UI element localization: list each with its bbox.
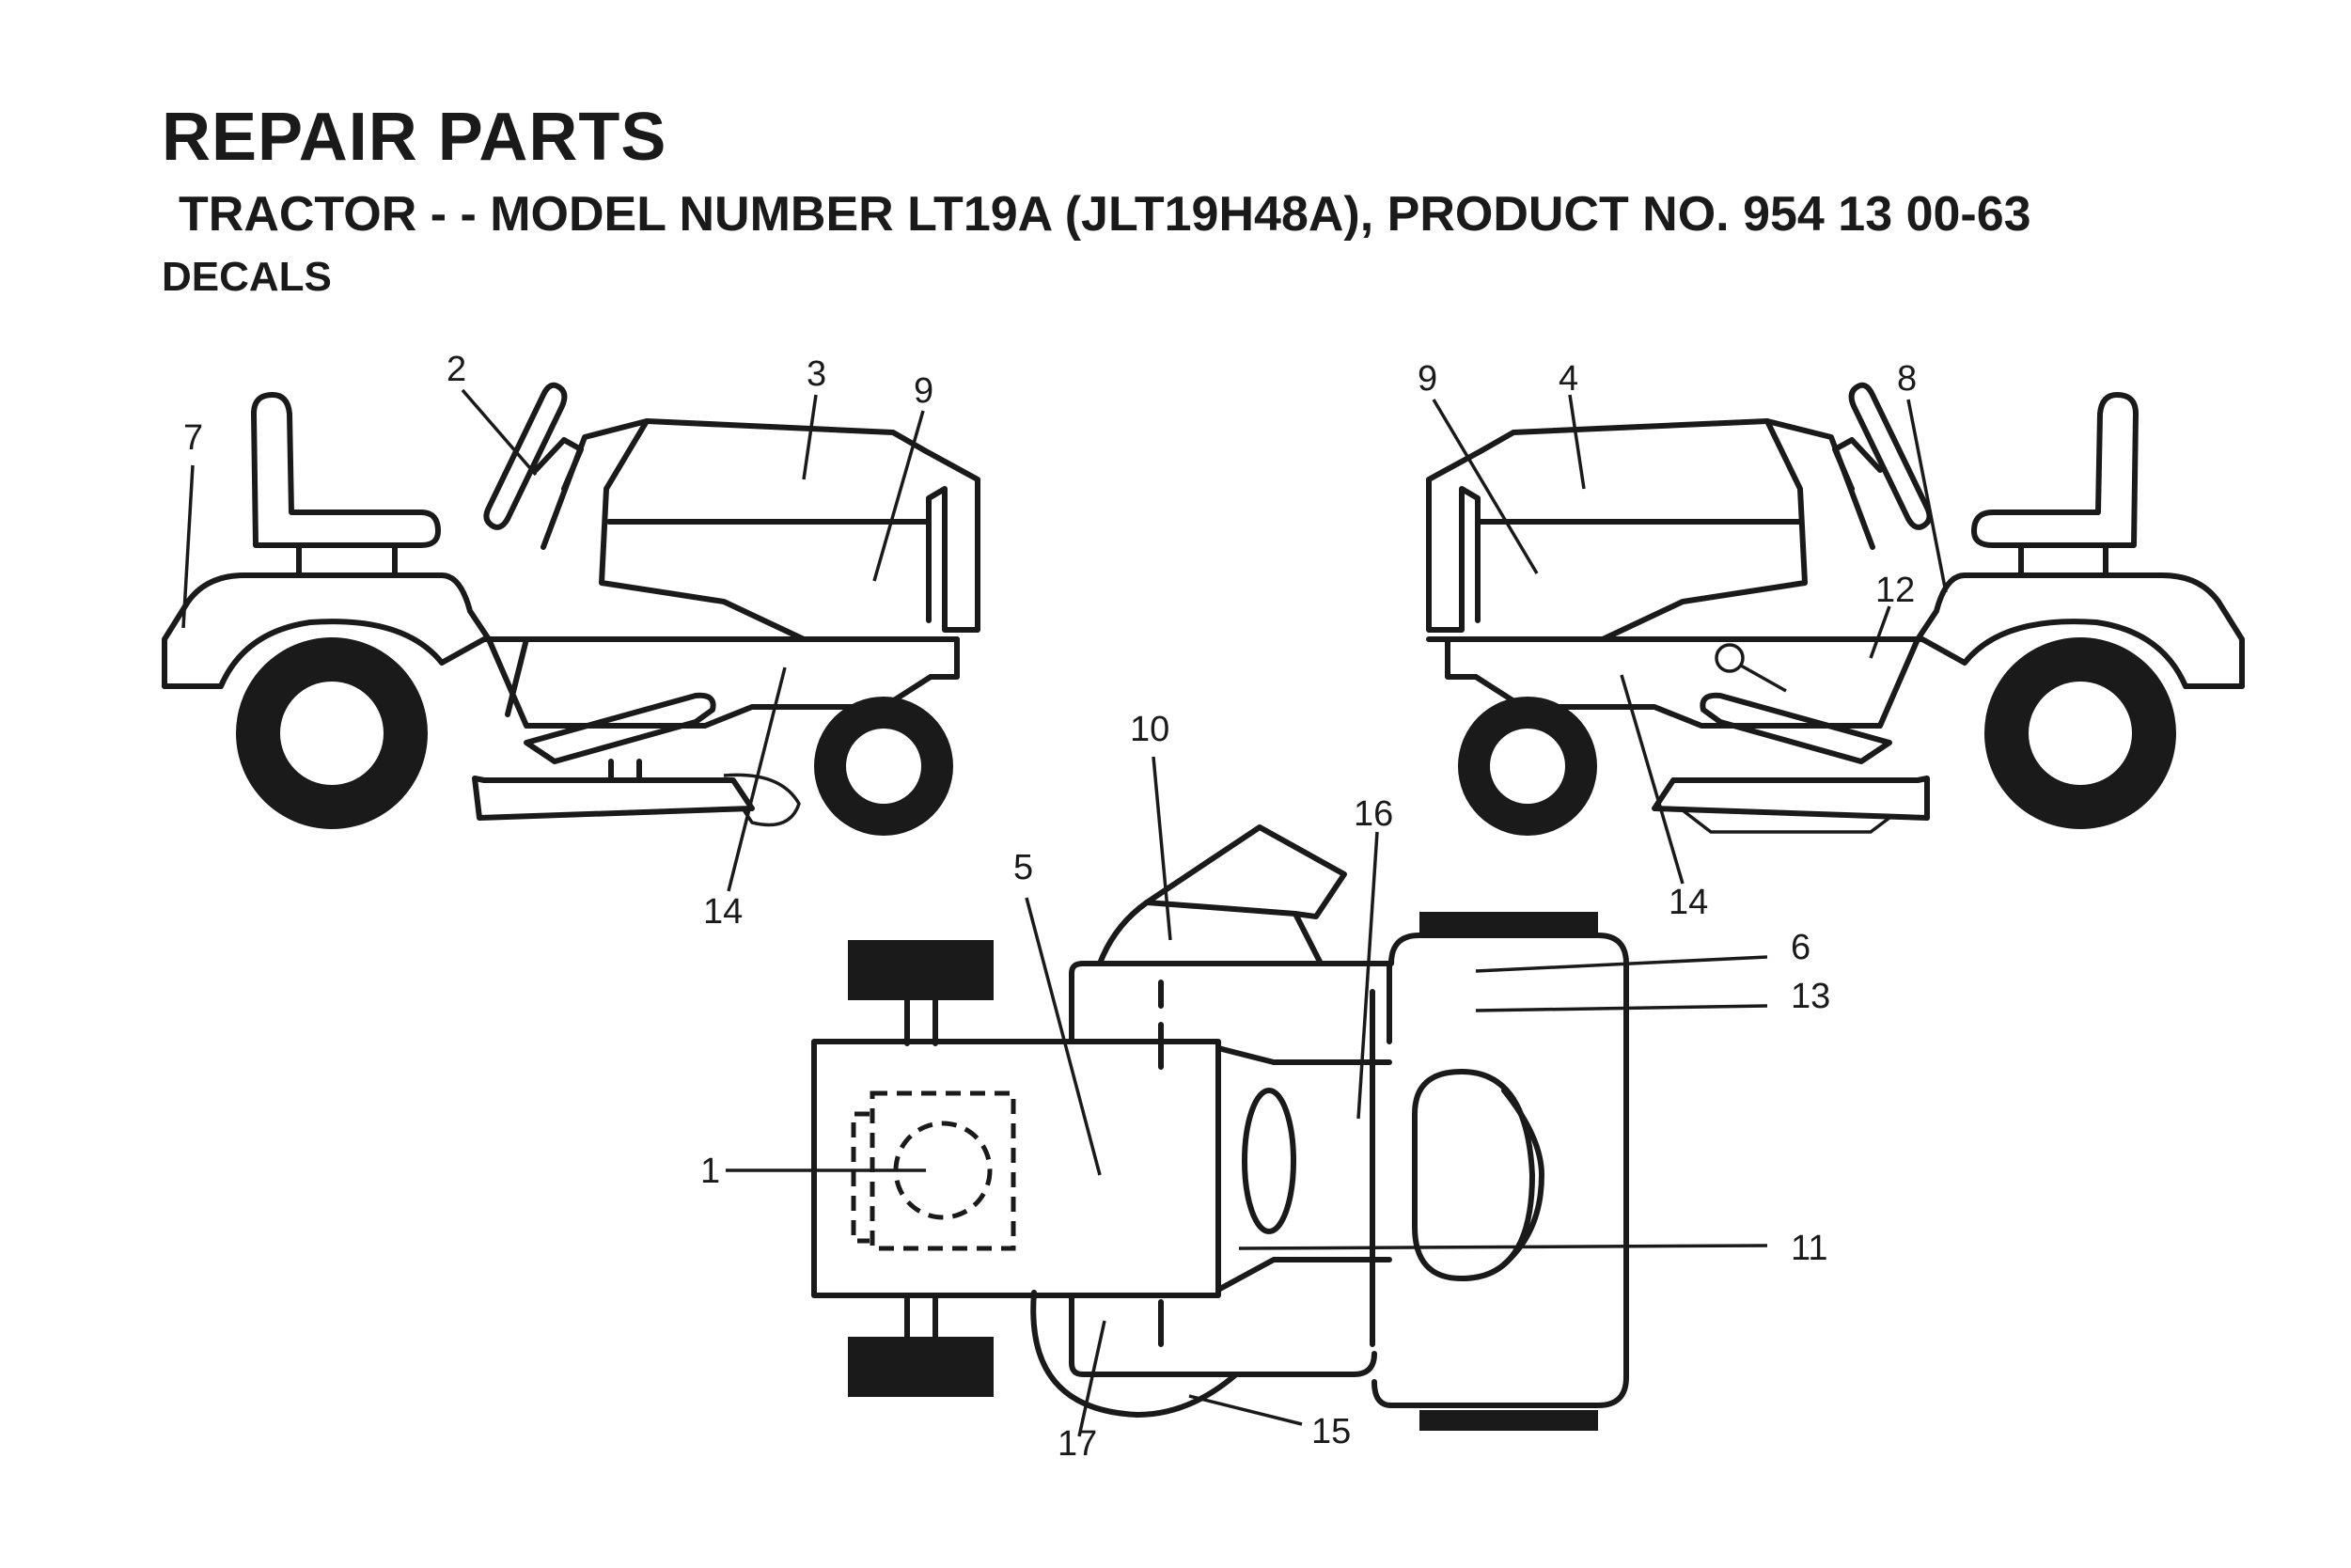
callout-16: 16 <box>1354 794 1393 834</box>
chute-top <box>1144 900 1298 917</box>
middle-body <box>1069 961 1392 1377</box>
deck-pedal-right <box>1700 692 1892 764</box>
leader-12 <box>1869 605 1891 659</box>
callout-8: 8 <box>1897 359 1917 399</box>
seat-back <box>251 392 441 548</box>
hood-top <box>1371 933 1629 1408</box>
leader-15 <box>1188 1394 1303 1426</box>
callout-10: 10 <box>1130 710 1169 749</box>
callout-leaders <box>181 388 1948 1437</box>
leader-16 <box>1356 831 1379 1120</box>
tractor-right-side-view <box>1426 382 2245 836</box>
deck-top-view <box>1030 1290 1239 1418</box>
leader-9b <box>1432 399 1539 574</box>
callout-1: 1 <box>700 1152 720 1191</box>
callout-2: 2 <box>447 350 466 389</box>
leader-8 <box>1906 399 1948 593</box>
front-wheel-hub-right <box>1490 729 1565 804</box>
leader-14a <box>727 666 787 892</box>
discharge-chute <box>1097 824 1347 966</box>
callout-6: 6 <box>1791 928 1810 967</box>
rear-body-top <box>811 1039 1221 1298</box>
leader-13 <box>1475 1004 1768 1012</box>
leader-10 <box>1152 756 1172 941</box>
mower-deck-right <box>1652 776 1930 821</box>
deck-chute <box>723 773 801 827</box>
leader-7 <box>181 464 195 629</box>
steering-wheel-right <box>1848 382 1933 530</box>
callout-11: 11 <box>1791 1229 1827 1268</box>
hood <box>541 418 980 633</box>
rear-tire-top <box>848 940 994 1000</box>
front-wheel-hub <box>846 729 921 804</box>
hood-grille <box>1412 1069 1535 1281</box>
leader-11 <box>1238 1244 1768 1250</box>
callout-labels: 7 2 3 9 14 9 4 8 12 14 10 16 5 6 13 1 11… <box>183 350 1917 1464</box>
callout-7: 7 <box>183 418 203 458</box>
hood-right <box>1426 418 1875 633</box>
leader-17 <box>1077 1320 1106 1437</box>
leader-9a <box>872 410 925 582</box>
hood-panel-right <box>1426 418 1808 642</box>
callout-9a: 9 <box>914 371 933 411</box>
body-side <box>162 619 960 689</box>
hood-panel <box>599 418 960 642</box>
leader-14b <box>1620 674 1685 885</box>
seat-edge <box>851 1111 870 1244</box>
callout-9b: 9 <box>1418 359 1437 399</box>
tractor-top-view <box>811 824 1629 1431</box>
tractor-left-side-view <box>162 382 980 836</box>
callout-3: 3 <box>807 354 826 394</box>
frame-line <box>505 636 529 717</box>
leader-6 <box>1475 955 1768 973</box>
leader-3 <box>802 394 818 480</box>
seat-back-right <box>1971 392 2139 548</box>
callout-17: 17 <box>1058 1424 1097 1464</box>
page-subtitle: TRACTOR - - MODEL NUMBER LT19A (JLT19H48… <box>179 187 2031 242</box>
section-heading: DECALS <box>162 254 332 300</box>
callout-14a: 14 <box>703 892 743 932</box>
rear-wheel-hub <box>280 682 384 785</box>
steering-wheel <box>483 382 568 530</box>
leader-5 <box>1025 897 1102 1176</box>
rear-axle <box>904 997 938 1340</box>
lever-knob <box>1715 643 1787 693</box>
body-side-right <box>1445 619 2245 689</box>
leader-4 <box>1568 394 1586 490</box>
rear-tire-bottom <box>848 1337 994 1397</box>
callout-5: 5 <box>1013 848 1033 887</box>
callout-14b: 14 <box>1669 883 1708 922</box>
engine-mid <box>1215 1045 1392 1293</box>
deck-pedal <box>524 692 716 764</box>
mower-deck <box>472 776 755 821</box>
seat-post-right <box>2018 542 2108 578</box>
mid-pulley <box>1242 1088 1296 1234</box>
callout-4: 4 <box>1559 359 1578 399</box>
deck-support <box>608 759 642 781</box>
leader-2 <box>461 388 538 477</box>
front-tire-bottom <box>1419 1410 1598 1431</box>
deck-chute-right <box>1681 808 1891 834</box>
callout-12: 12 <box>1875 571 1915 610</box>
page-title: REPAIR PARTS <box>162 100 667 175</box>
callout-15: 15 <box>1311 1412 1351 1451</box>
callout-13: 13 <box>1791 977 1830 1016</box>
rear-wheel-hub-right <box>2029 682 2132 785</box>
front-tire-top <box>1419 912 1598 933</box>
hood-grille-inner <box>1501 1088 1544 1267</box>
seat-post <box>296 542 398 578</box>
